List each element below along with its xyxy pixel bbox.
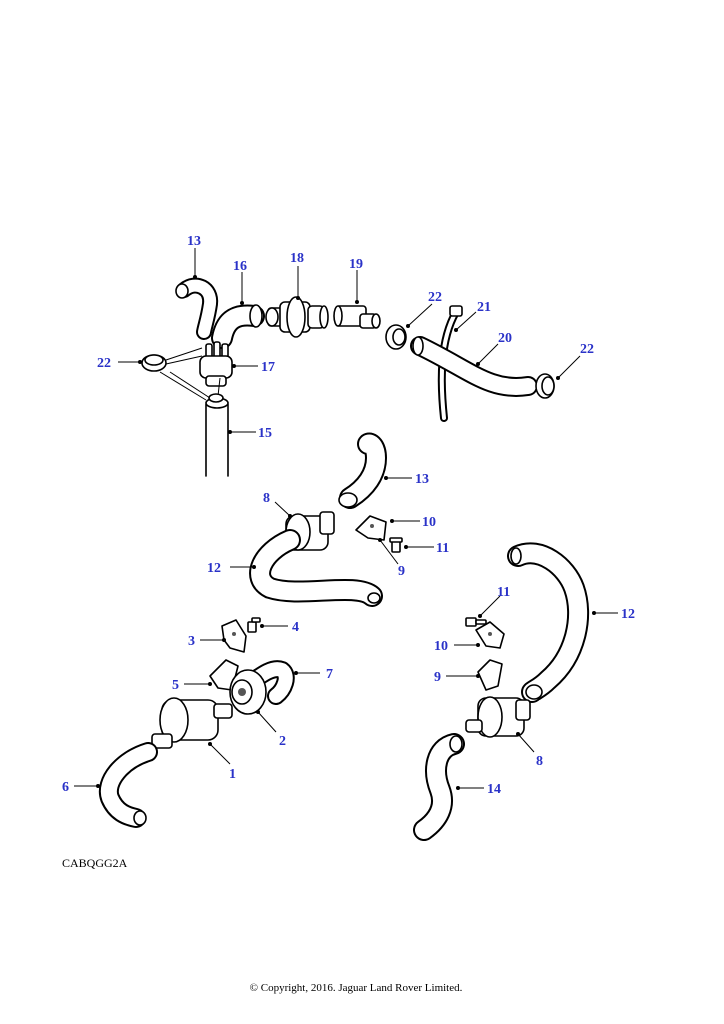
callout-8-middle: 8 bbox=[263, 491, 270, 506]
grommet-22-left bbox=[141, 354, 167, 372]
callout-9-right: 9 bbox=[434, 670, 441, 685]
callout-1: 1 bbox=[229, 767, 236, 782]
hose-12-middle bbox=[249, 529, 383, 607]
callout-13-top: 13 bbox=[187, 234, 201, 249]
callout-10-middle: 10 bbox=[422, 515, 436, 530]
diagram-reference-code: CABQGG2A bbox=[62, 856, 128, 870]
hose-16-elbow bbox=[211, 304, 265, 349]
callout-21: 21 bbox=[477, 300, 491, 315]
valve-8-right bbox=[465, 696, 531, 738]
callout-12-right: 12 bbox=[621, 607, 635, 622]
callout-16: 16 bbox=[233, 259, 247, 274]
callout-20: 20 bbox=[498, 331, 512, 346]
callout-labels: 13 16 18 19 22 21 20 22 22 17 15 13 8 10… bbox=[62, 234, 635, 797]
bracket-9-right bbox=[477, 659, 503, 691]
callout-11-middle: 11 bbox=[436, 541, 449, 556]
fitting-19 bbox=[333, 305, 381, 329]
callout-14: 14 bbox=[487, 782, 501, 797]
bracket-10-right bbox=[475, 621, 505, 649]
pipe-15 bbox=[205, 393, 229, 477]
callout-5: 5 bbox=[172, 678, 179, 693]
hose-6 bbox=[98, 742, 158, 828]
callout-10-right: 10 bbox=[434, 639, 448, 654]
callout-18: 18 bbox=[290, 251, 304, 266]
callout-22-right: 22 bbox=[580, 342, 594, 357]
callout-22-left: 22 bbox=[97, 356, 111, 371]
bracket-3 bbox=[221, 619, 247, 653]
connector-2 bbox=[229, 669, 267, 715]
valve-1 bbox=[151, 697, 233, 749]
callout-12-middle: 12 bbox=[207, 561, 221, 576]
leader-lines bbox=[74, 248, 618, 790]
hose-13-top bbox=[175, 277, 219, 340]
callout-8-right: 8 bbox=[536, 754, 543, 769]
callout-13-middle: 13 bbox=[415, 472, 429, 487]
grommet-22-right bbox=[535, 373, 555, 399]
callout-17: 17 bbox=[261, 360, 275, 375]
assembly-lines bbox=[159, 347, 221, 401]
screw-11-right bbox=[465, 617, 487, 627]
callout-2: 2 bbox=[279, 734, 286, 749]
callout-19: 19 bbox=[349, 257, 363, 272]
hose-20 bbox=[410, 336, 538, 397]
hose-12-right bbox=[507, 542, 590, 703]
screw-4 bbox=[247, 617, 261, 633]
callout-4: 4 bbox=[292, 620, 299, 635]
callout-3: 3 bbox=[188, 634, 195, 649]
valve-18 bbox=[265, 296, 329, 338]
callout-15: 15 bbox=[258, 426, 272, 441]
grommet-22-middle bbox=[385, 324, 407, 350]
callout-7: 7 bbox=[326, 667, 333, 682]
callout-22-middle: 22 bbox=[428, 290, 442, 305]
callout-9-middle: 9 bbox=[398, 564, 405, 579]
copyright-notice: © Copyright, 2016. Jaguar Land Rover Lim… bbox=[249, 982, 463, 994]
bracket-10-middle bbox=[355, 515, 387, 541]
hose-14 bbox=[413, 733, 465, 841]
callout-6: 6 bbox=[62, 780, 69, 795]
screw-11-middle bbox=[389, 537, 403, 553]
hose-13-middle bbox=[338, 432, 387, 509]
callout-11-right: 11 bbox=[497, 585, 510, 600]
sensor-17 bbox=[199, 341, 233, 387]
